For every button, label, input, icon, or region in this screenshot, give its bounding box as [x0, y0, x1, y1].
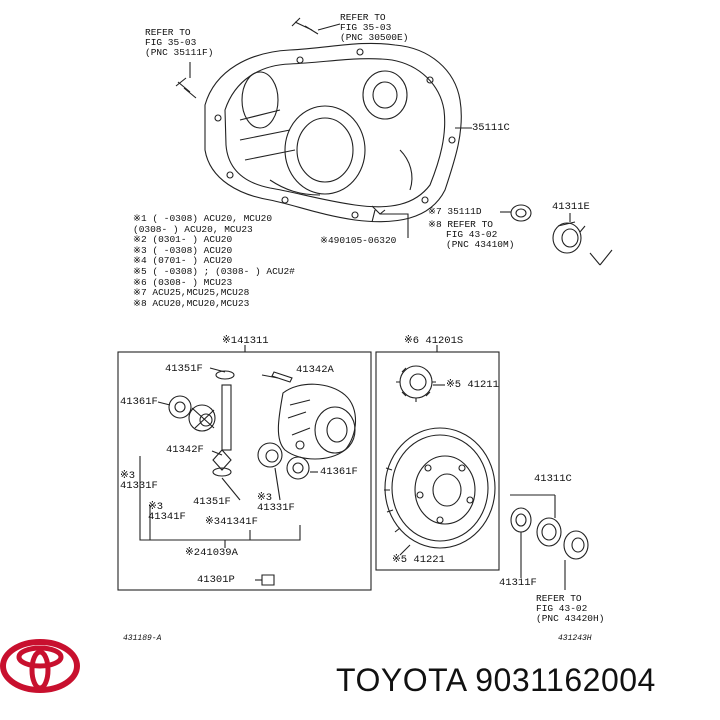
- transaxle-housing-drawing: [204, 42, 462, 223]
- note-line: (0308- ) ACU20, MCU23: [133, 223, 253, 235]
- note-line: ※2 (0301- ) ACU20: [133, 234, 233, 246]
- note-line: ※4 (0701- ) ACU20: [133, 255, 233, 267]
- note-line: ※1 ( -0308) ACU20, MCU20: [133, 213, 273, 224]
- part-label-41351f-top: 41351F: [165, 363, 203, 375]
- part-label-41342f: 41342F: [166, 444, 204, 456]
- note-line: ※6 (0308- ) MCU23: [133, 276, 233, 288]
- note-line: ※7 ACU25,MCU25,MCU28: [133, 287, 250, 299]
- note-line: ※3 ( -0308) ACU20: [133, 244, 233, 256]
- pinion-shaft-drawing: [221, 384, 232, 451]
- part-label-490105: ※490105-06320: [320, 235, 397, 246]
- bolt-drawing: [175, 17, 386, 223]
- part-label-41331f-left: ※3 41331F: [120, 470, 158, 492]
- figure-id-right: 431243H: [558, 634, 592, 643]
- figure-id-left: 431189-A: [123, 634, 162, 643]
- part-label-41361f-right: 41361F: [320, 466, 358, 478]
- ring-gear-drawing: [384, 427, 496, 556]
- part-label-141311: ※141311: [222, 335, 269, 347]
- part-label-641201s: ※6 41201S: [404, 335, 464, 347]
- brand-part-number: TOYOTA 9031162004: [336, 662, 656, 698]
- differential-case-drawing: [277, 383, 357, 460]
- part-label-41311e: 41311E: [552, 201, 590, 213]
- part-label-541221: ※5 41221: [392, 554, 445, 566]
- part-label-41342a: 41342A: [296, 364, 334, 376]
- part-label-41311c: 41311C: [534, 473, 572, 485]
- note-line: ※8 ACU20,MCU20,MCU23: [133, 297, 250, 309]
- part-label-241039a: ※241039A: [185, 547, 238, 559]
- part-label-41351f-bottom: 41351F: [193, 496, 231, 508]
- part-label-41341f-b: ※341341F: [205, 516, 258, 528]
- note-line: ※5 ( -0308) ; (0308- ) ACU2#: [133, 265, 295, 277]
- part-label-541211: ※5 41211: [446, 379, 499, 391]
- part-label-41301p: 41301P: [197, 574, 235, 586]
- part-label-35111c: 35111C: [472, 122, 510, 134]
- toyota-logo: [0, 639, 80, 693]
- part-label-41341f-a: ※3 41341F: [148, 501, 186, 523]
- part-label-41331f-mid: ※3 41331F: [257, 492, 295, 514]
- applicability-notes: ※1 ( -0308) ACU20, MCU20 (0308- ) ACU20,…: [133, 214, 295, 309]
- part-label-35111d: ※7 35111D: [428, 206, 482, 217]
- side-gear-drawing: [396, 365, 445, 402]
- part-label-41311f: 41311F: [499, 577, 537, 589]
- part-label-41361f-left: 41361F: [120, 396, 158, 408]
